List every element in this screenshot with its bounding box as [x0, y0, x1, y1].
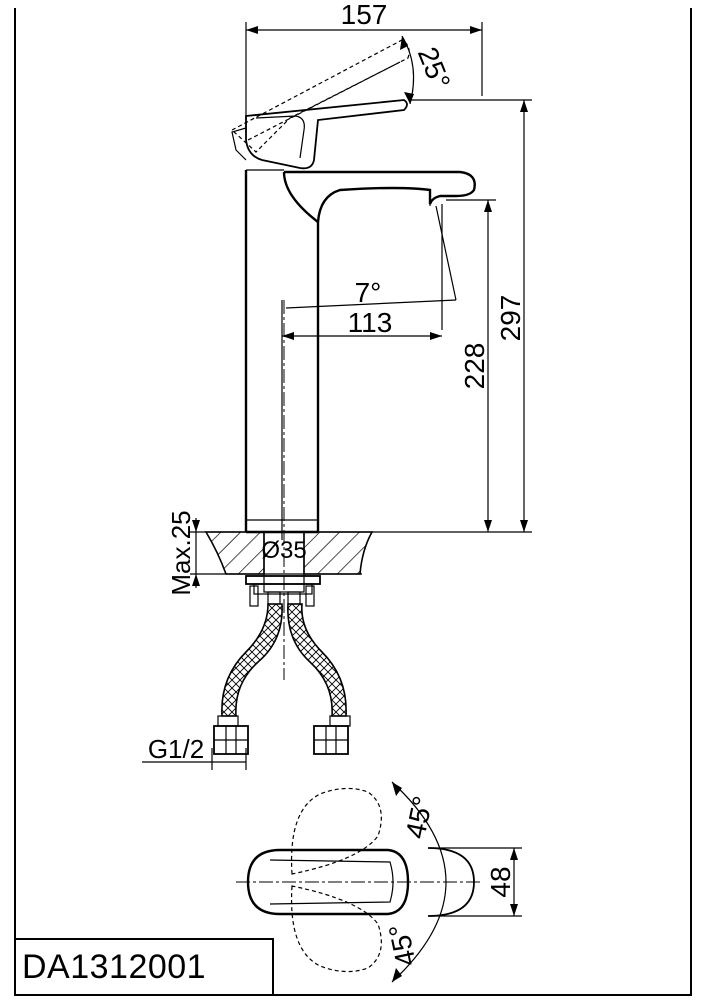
product-code-box: DA1312001 [14, 938, 274, 996]
dim-lever-angle: 25° [400, 35, 457, 105]
dim-297-label: 297 [495, 295, 526, 342]
product-code: DA1312001 [22, 948, 207, 986]
dim-overall-width: 157 [245, 0, 483, 130]
dim-45deg-top-label: 45° [400, 793, 439, 841]
dim-thread: G1/2 [142, 734, 247, 770]
dim-spout-height: 228 [446, 199, 496, 532]
dim-spout-reach: 113 [281, 300, 442, 540]
dim-max25-label: Max.25 [166, 510, 196, 595]
dim-113-label: 113 [348, 307, 393, 338]
dim-157-label: 157 [341, 0, 388, 30]
dim-25deg-label: 25° [412, 43, 457, 94]
drawing-frame [14, 8, 692, 996]
dim-max-thickness: Max.25 [166, 510, 200, 596]
dim-handle-width: 48 [430, 847, 522, 917]
dim-g12-label: G1/2 [148, 734, 204, 764]
counter-section [204, 531, 374, 575]
dim-48-label: 48 [485, 866, 516, 897]
mounting-hardware [245, 531, 321, 607]
dim-7deg-label: 7° [355, 277, 382, 308]
dim-45deg-bottom-label: 45° [383, 921, 422, 969]
top-view [236, 781, 480, 983]
lever-raised-outline [230, 39, 410, 153]
flexible-hoses [213, 603, 351, 755]
faucet-spout [282, 170, 476, 223]
lever-closed [231, 99, 408, 170]
dim-spout-angle: 7° [285, 204, 457, 330]
dim-hole-diameter-label: Ø35 [261, 537, 306, 564]
dim-228-label: 228 [459, 343, 490, 390]
dim-overall-height: 297 [410, 99, 532, 532]
